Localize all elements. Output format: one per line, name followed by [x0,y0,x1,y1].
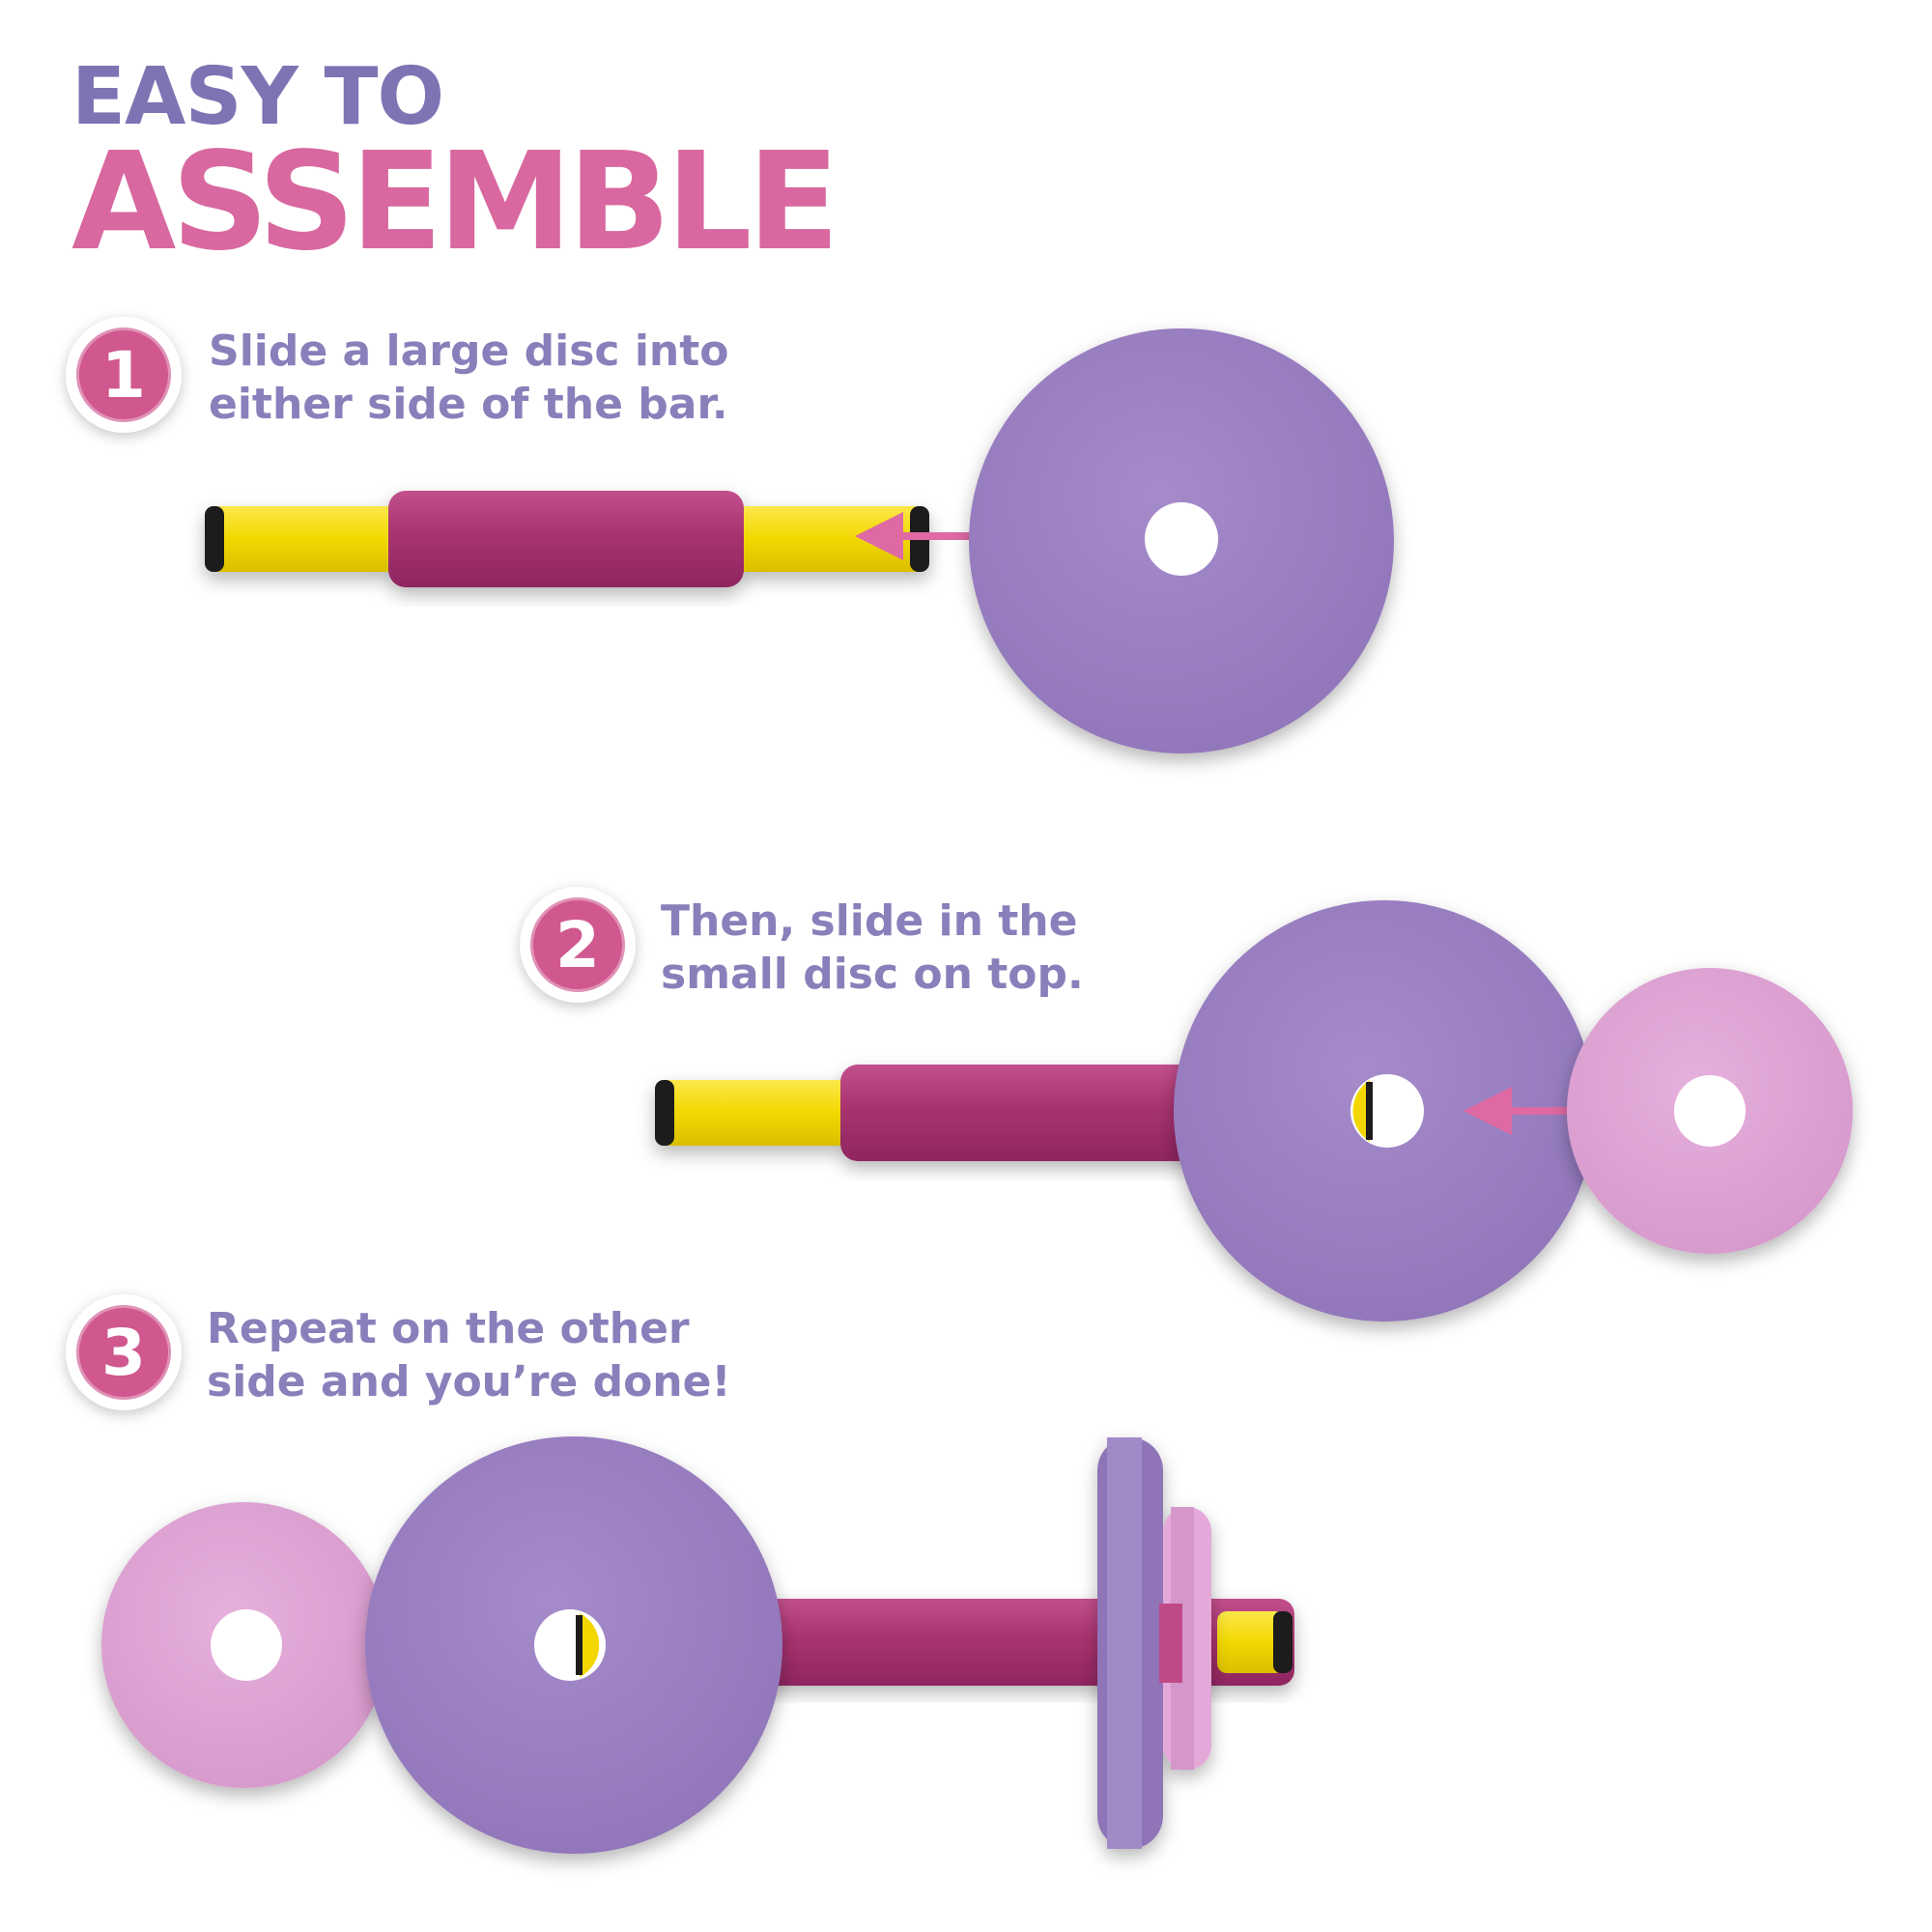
large-disc-1 [969,328,1394,753]
dumbbell-bar-1 [205,491,929,587]
dumbbell-bar-2 [655,1065,1196,1161]
step-2-number: 2 [530,897,625,992]
dumbbell-bar-3 [753,1599,1294,1686]
headline-line1: EASY TO [71,51,444,143]
step-1-badge: 1 [66,317,182,433]
large-disc-3 [365,1436,782,1854]
step-3-text: Repeat on the other side and you’re done… [207,1304,731,1406]
small-disc-3 [101,1502,387,1788]
headline: EASY TO ASSEMBLE [71,51,839,281]
step-3-number: 3 [76,1305,171,1400]
mounted-discs [1097,1437,1211,1849]
arrow-icon [1463,1087,1567,1135]
step-1-text: Slide a large disc into either side of t… [209,327,729,429]
large-disc-2 [1174,900,1595,1321]
step-1-illustration [205,328,1394,753]
headline-line2: ASSEMBLE [71,124,839,281]
step-3-badge: 3 [66,1294,182,1410]
step-1-number: 1 [76,327,171,422]
step-3-illustration [101,1436,1294,1854]
small-disc-2 [1567,968,1853,1254]
step-2-text: Then, slide in the small disc on top. [661,896,1084,999]
step-2-illustration [655,900,1853,1321]
arrow-icon [855,512,971,560]
step-2-badge: 2 [520,887,636,1003]
